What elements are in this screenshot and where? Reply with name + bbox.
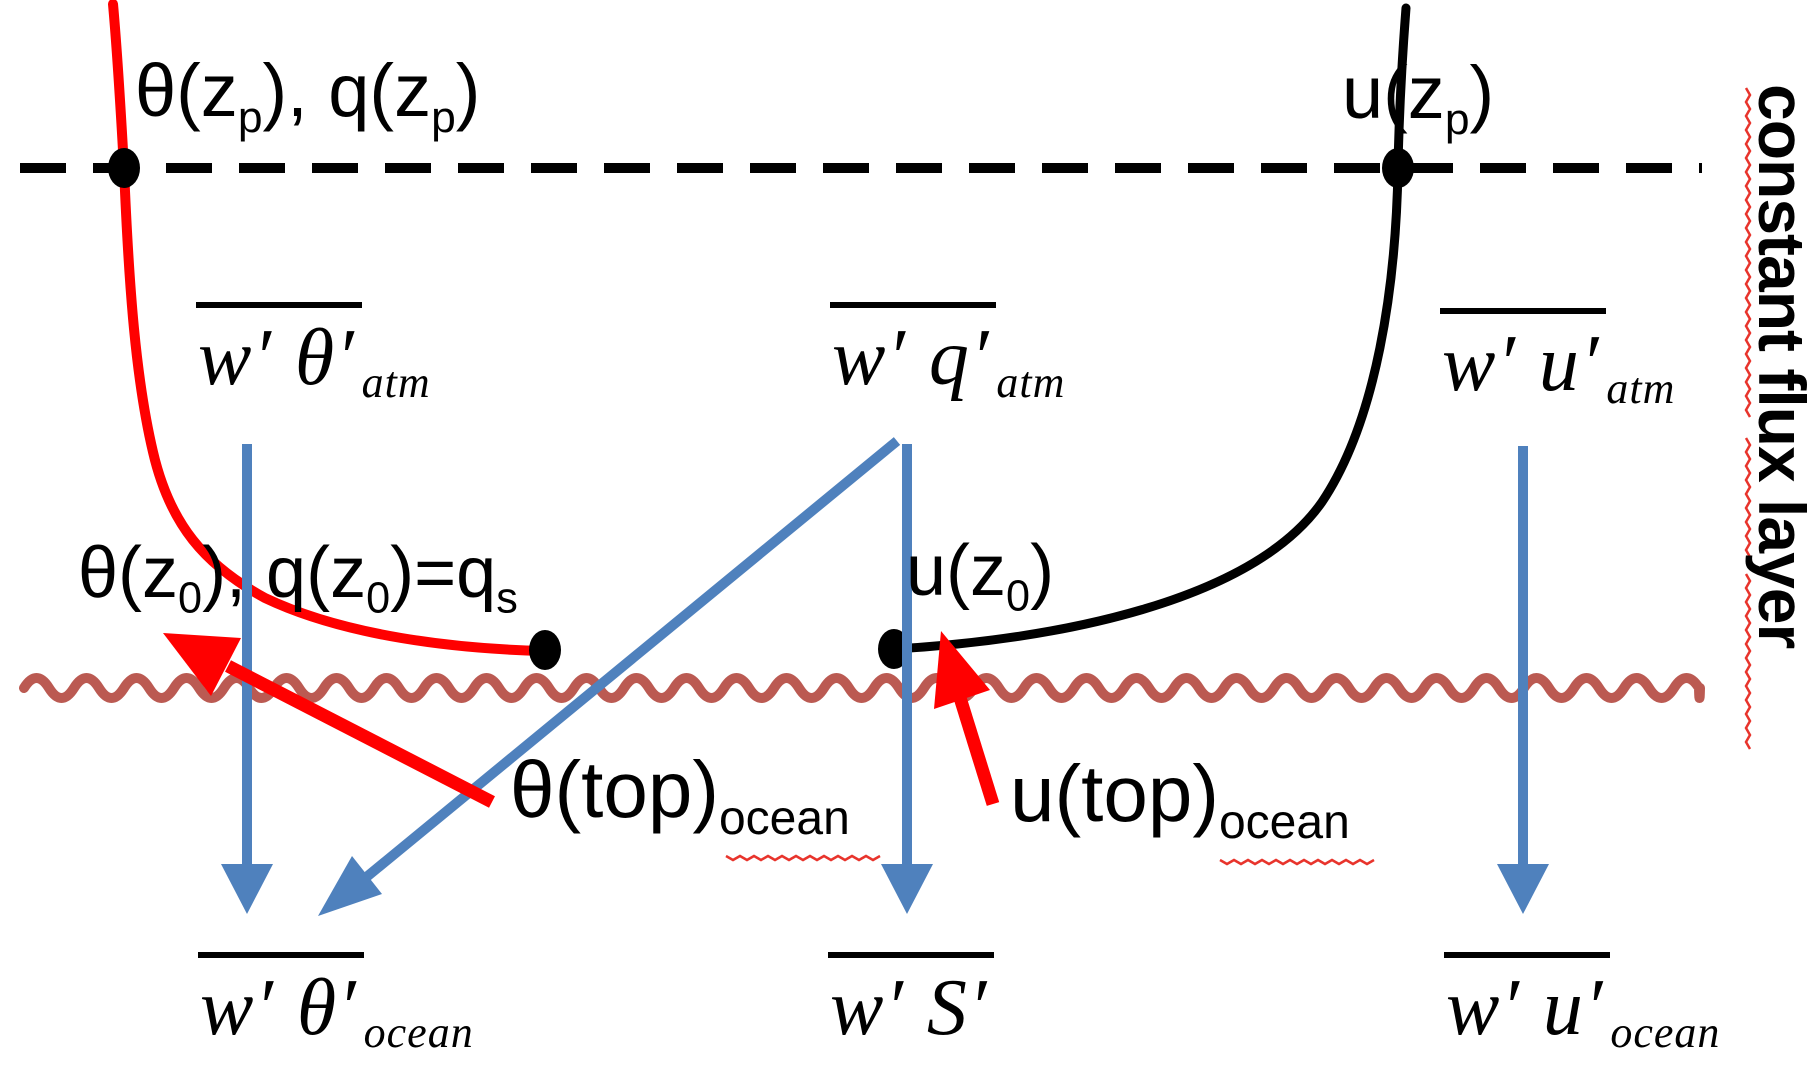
u-profile-curve	[889, 3, 1411, 654]
label-part: θ(top)	[510, 745, 719, 834]
flux-subscript: atm	[361, 358, 431, 408]
label-constant-flux-layer: constant flux layer	[1745, 84, 1819, 649]
flux-label-theta-atm: w′ θ′atm	[196, 302, 431, 405]
flux-subscript: ocean	[1610, 1008, 1721, 1058]
momentum-flux-arrow-head-icon	[1497, 864, 1549, 914]
label-part-sub: ocean	[1218, 796, 1350, 849]
squiggle-constant	[1744, 87, 1752, 418]
spellcheck-squiggles	[725, 87, 1752, 866]
label-part: u(top)	[1010, 749, 1219, 838]
squiggle-layer	[1744, 573, 1752, 750]
squiggle-u-top-ocean	[1219, 858, 1375, 866]
flux-subscript: atm	[1606, 364, 1676, 414]
label-part: )	[455, 49, 481, 132]
flux-label-u-ocean: w′ u′ocean	[1444, 952, 1720, 1055]
label-part: ), q(z	[262, 49, 432, 132]
ocean-surface-wave	[19, 673, 1705, 703]
flux-arrows	[221, 437, 1549, 916]
theta-q-profile-curve	[108, 0, 550, 656]
label-part: )	[1030, 531, 1055, 611]
flux-overbar-term: w′ S′	[828, 952, 995, 1048]
label-part: u(z	[906, 531, 1007, 611]
label-theta-q-zp: θ(zp), q(zp)	[135, 49, 481, 140]
label-part-sub: ocean	[718, 792, 850, 845]
flux-overbar-term: w′ u′	[1444, 952, 1611, 1048]
latent-heat-diagonal-arrow-head-icon	[318, 856, 382, 916]
label-part-sub: p	[431, 92, 456, 142]
label-u-z0: u(z0)	[906, 531, 1055, 618]
label-part-sub: p	[237, 92, 263, 142]
flux-overbar-term: w′ q′	[830, 302, 997, 398]
theta-top-pointer-head-icon	[163, 633, 241, 696]
flux-overbar-term: w′ θ′	[198, 952, 364, 1048]
heat-flux-arrow-head-icon	[221, 864, 273, 914]
label-part: )=q	[390, 533, 497, 613]
flux-subscript: atm	[996, 358, 1066, 408]
flux-overbar-term: w′ θ′	[196, 302, 362, 398]
label-theta-q-z0: θ(z0), q(z0)=qs	[78, 533, 518, 620]
label-part: u(z	[1342, 51, 1445, 134]
label-part-sub: 0	[366, 574, 391, 623]
label-part: θ(z	[135, 49, 238, 132]
flux-label-salinity: w′ S′	[828, 952, 995, 1055]
flux-subscript: ocean	[363, 1008, 474, 1058]
flux-label-u-atm: w′ u′atm	[1440, 308, 1675, 411]
moisture-flux-arrow-head-icon	[881, 864, 933, 914]
u-top-pointer-shaft	[950, 686, 1000, 806]
theta-top-pointer-shaft	[225, 660, 495, 808]
label-u-top-ocean: u(top)ocean	[1010, 749, 1350, 847]
theta-q-zp-dot	[108, 148, 140, 188]
label-part-sub: p	[1444, 94, 1470, 144]
flux-label-theta-ocean: w′ θ′ocean	[198, 952, 474, 1055]
u-top-pointer-head-icon	[934, 631, 990, 709]
label-part-sub: 0	[178, 574, 203, 623]
label-part-sub: s	[496, 574, 518, 623]
label-u-zp: u(zp)	[1342, 51, 1495, 142]
u-zp-dot	[1382, 148, 1414, 188]
squiggle-theta-top-ocean	[725, 854, 881, 862]
latent-heat-diagonal-arrow-shaft	[354, 437, 901, 888]
label-part: θ(z	[78, 533, 179, 613]
label-part-sub: 0	[1006, 572, 1031, 621]
theta-q-z0-dot	[529, 630, 561, 670]
flux-label-q-atm: w′ q′atm	[830, 302, 1065, 405]
flux-overbar-term: w′ u′	[1440, 308, 1607, 404]
label-theta-top-ocean: θ(top)ocean	[510, 745, 850, 843]
squiggle-flux	[1744, 437, 1752, 558]
surface-pointer-arrows	[163, 631, 1000, 808]
label-part: )	[1469, 51, 1495, 134]
label-part: ), q(z	[202, 533, 367, 613]
